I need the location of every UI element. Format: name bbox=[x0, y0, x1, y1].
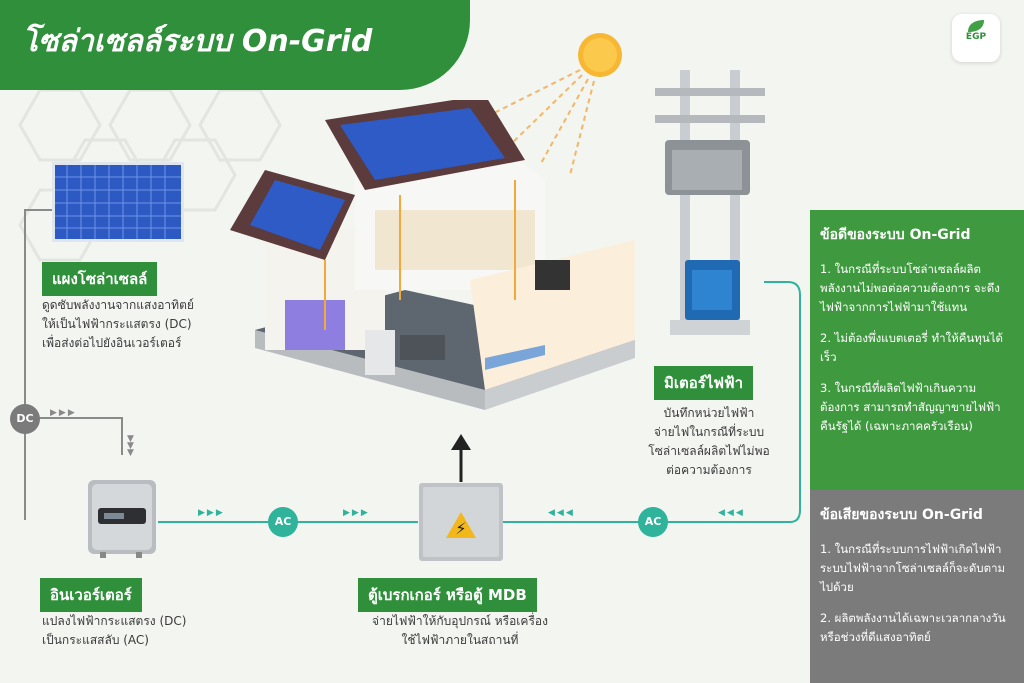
pros-item: 2. ไม่ต้องพึ่งแบตเตอรี่ ทำให้คืนทุนได้เร… bbox=[820, 331, 1003, 364]
solar-panel-desc-line: เพื่อส่งต่อไปยังอินเวอร์เตอร์ bbox=[42, 336, 182, 350]
meter-label: มิเตอร์ไฟฟ้า bbox=[654, 366, 754, 400]
meter-desc-line: บันทึกหน่วยไฟฟ้า bbox=[663, 406, 755, 420]
inverter-desc-line: แปลงไฟฟ้ากระแสตรง (DC) bbox=[42, 614, 187, 628]
leaf-icon bbox=[968, 20, 984, 32]
cons-item: 1. ในกรณีที่ระบบการไฟฟ้าเกิดไฟฟ้า ระบบไฟ… bbox=[820, 542, 1006, 594]
inverter-desc-line: เป็นกระแสสลับ (AC) bbox=[42, 633, 149, 647]
solar-panel-desc: ดูดซับพลังงานจากแสงอาทิตย์ ให้เป็นไฟฟ้าก… bbox=[42, 296, 194, 353]
cons-title: ข้อเสียของระบบ On-Grid bbox=[820, 507, 983, 523]
ac-flow-arrows: ▶▶▶ bbox=[198, 508, 225, 518]
ac-badge-left: AC bbox=[268, 507, 298, 537]
cons-item: 2. ผลิตพลังงานได้เฉพาะเวลากลางวัน หรือช่… bbox=[820, 611, 1006, 644]
pros-item: 3. ในกรณีที่ผลิตไฟฟ้าเกินความต้องการ สาม… bbox=[820, 381, 1001, 433]
utility-pole-illustration bbox=[655, 70, 765, 335]
house-illustration bbox=[230, 100, 635, 410]
sun-illustration bbox=[489, 33, 622, 176]
logo-text: EGP bbox=[965, 32, 987, 42]
page-title: โซล่าเซลล์ระบบ On-Grid bbox=[22, 24, 373, 59]
breaker-box-illustration: ⚡ bbox=[419, 483, 503, 561]
pros-title: ข้อดีของระบบ On-Grid bbox=[820, 227, 971, 243]
svg-text:⚡: ⚡ bbox=[455, 519, 466, 538]
inverter-illustration bbox=[88, 480, 156, 558]
dc-down-arrows: ▼▼▼ bbox=[127, 434, 134, 458]
ac-badge-right: AC bbox=[638, 507, 668, 537]
solar-panel-label: แผงโซล่าเซลล์ bbox=[42, 262, 158, 296]
breaker-desc: จ่ายไฟฟ้าให้กับอุปกรณ์ หรือเครื่อง ใช้ไฟ… bbox=[340, 612, 580, 650]
pros-item: 1. ในกรณีที่ระบบโซล่าเซลล์ผลิตพลังงานไม่… bbox=[820, 262, 1000, 314]
ac-flow-arrows-reverse: ◀◀◀ bbox=[548, 508, 575, 518]
cons-panel: ข้อเสียของระบบ On-Grid 1. ในกรณีที่ระบบก… bbox=[810, 490, 1024, 683]
ac-flow-arrows: ▶▶▶ bbox=[343, 508, 370, 518]
pros-panel: ข้อดีของระบบ On-Grid 1. ในกรณีที่ระบบโซล… bbox=[810, 210, 1024, 490]
solar-panel-desc-line: ดูดซับพลังงานจากแสงอาทิตย์ bbox=[42, 298, 194, 312]
dc-flow-arrows: ▶▶▶ bbox=[50, 408, 77, 418]
solar-panel-illustration bbox=[52, 162, 184, 242]
ac-flow-arrows-reverse: ◀◀◀ bbox=[718, 508, 745, 518]
inverter-label: อินเวอร์เตอร์ bbox=[40, 578, 142, 612]
breaker-desc-line: จ่ายไฟฟ้าให้กับอุปกรณ์ หรือเครื่อง bbox=[372, 614, 548, 628]
breaker-label: ตู้เบรกเกอร์ หรือตู้ MDB bbox=[358, 578, 537, 612]
solar-panel-desc-line: ให้เป็นไฟฟ้ากระแสตรง (DC) bbox=[42, 317, 192, 331]
title-banner: โซล่าเซลล์ระบบ On-Grid bbox=[0, 0, 470, 90]
inverter-desc: แปลงไฟฟ้ากระแสตรง (DC) เป็นกระแสสลับ (AC… bbox=[42, 612, 186, 650]
meter-desc: บันทึกหน่วยไฟฟ้า จ่ายไฟในกรณีที่ระบบ โซล… bbox=[624, 404, 794, 480]
meter-desc-line: ต่อความต้องการ bbox=[666, 463, 752, 477]
meter-desc-line: โซล่าเซลล์ผลิตไฟไม่พอ bbox=[648, 444, 770, 458]
dc-badge: DC bbox=[10, 404, 40, 434]
meter-desc-line: จ่ายไฟในกรณีที่ระบบ bbox=[653, 425, 765, 439]
breaker-desc-line: ใช้ไฟฟ้าภายในสถานที่ bbox=[401, 633, 519, 647]
egp-logo: EGP bbox=[952, 14, 1000, 62]
